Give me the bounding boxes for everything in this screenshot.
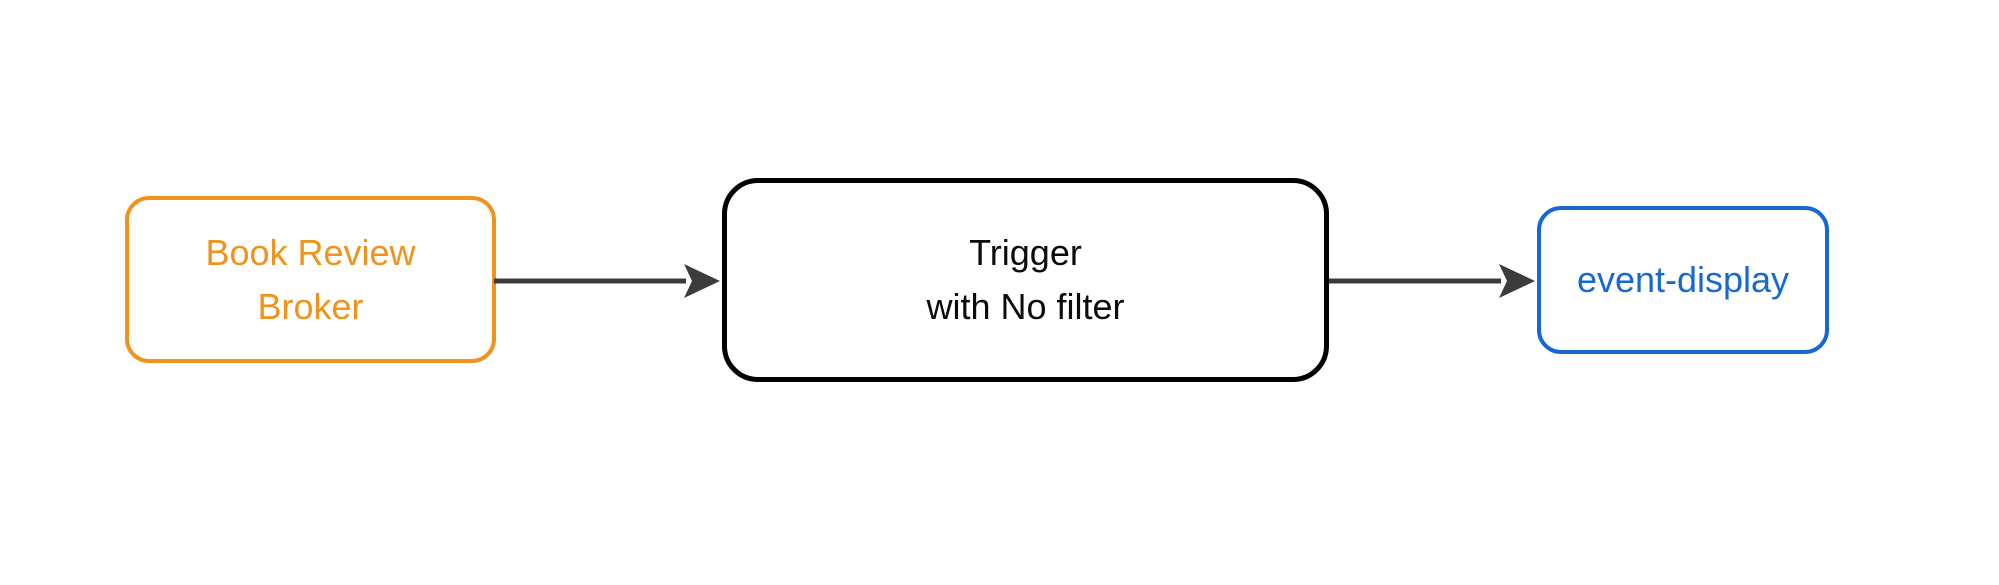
node-book-review-broker: Book Review Broker [125,196,496,363]
node-book-review-broker-label: Book Review Broker [205,231,416,327]
node-trigger-label: Trigger with No filter [926,232,1125,327]
node-event-display: event-display [1537,206,1829,354]
node-event-display-label: event-display [1576,259,1790,300]
edge-trigger-to-event-display [1329,264,1535,298]
arrowhead-icon [1499,264,1535,298]
edge-broker-to-trigger [494,264,720,298]
arrowhead-icon [684,264,720,298]
node-trigger: Trigger with No filter [722,178,1329,382]
